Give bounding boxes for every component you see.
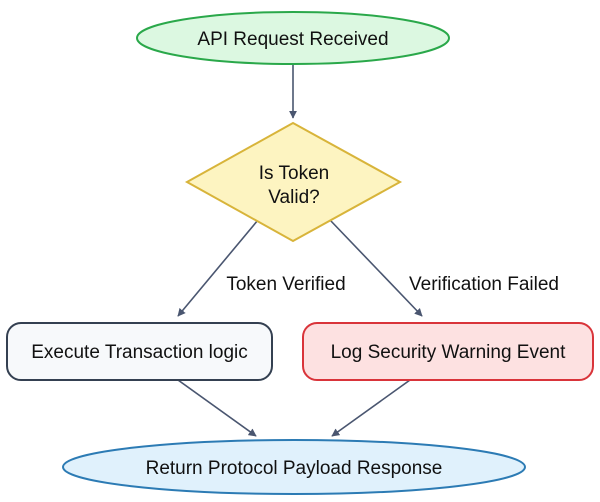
execute-node-shape (6, 322, 273, 381)
edge-decision-to-log (329, 219, 423, 317)
start-node-shape (136, 11, 450, 65)
execute-node: Execute Transaction logic (6, 322, 273, 381)
edge-log-to-end (331, 379, 411, 437)
decision-node: Is Token Valid? (184, 121, 403, 243)
edge-label-token-verified: Token Verified (226, 274, 345, 295)
end-node-shape (62, 439, 526, 495)
start-node: API Request Received (136, 11, 450, 65)
log-node-shape (302, 322, 594, 381)
execute-node-label: Execute Transaction logic (31, 342, 248, 363)
decision-node-shape (184, 121, 403, 243)
decision-node-label-line1: Is Token (259, 163, 329, 184)
edges (177, 64, 423, 437)
end-node: Return Protocol Payload Response (62, 439, 526, 495)
log-node: Log Security Warning Event (302, 322, 594, 381)
end-node-label: Return Protocol Payload Response (146, 458, 443, 479)
edge-execute-to-end (177, 379, 257, 437)
edge-label-verification-failed: Verification Failed (409, 274, 559, 295)
log-node-label: Log Security Warning Event (331, 342, 567, 363)
start-node-label: API Request Received (197, 29, 388, 50)
decision-node-label-line2: Valid? (268, 187, 319, 208)
edge-decision-to-execute (177, 219, 259, 317)
